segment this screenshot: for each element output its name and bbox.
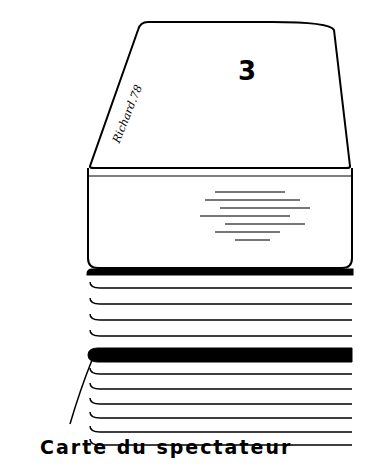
shade-stroke: [220, 207, 310, 209]
shade-stroke: [200, 215, 290, 217]
card-edge: [90, 426, 352, 432]
callout-label: Carte du spectateur: [40, 436, 292, 458]
card-edges: [90, 282, 352, 445]
leader-line: [70, 360, 92, 424]
deck-bottom: [88, 270, 352, 274]
shade-stroke: [215, 231, 280, 233]
deck-side: [88, 168, 352, 268]
card-edge: [90, 298, 352, 304]
card-edge: [90, 412, 352, 418]
shade-stroke: [205, 199, 300, 201]
deck-shading: [200, 192, 310, 240]
card-number: 3: [238, 56, 256, 86]
card-edge: [90, 282, 352, 288]
card-face: [90, 22, 350, 168]
shade-stroke: [235, 239, 270, 241]
spectator-card: [88, 348, 352, 362]
shade-stroke: [225, 223, 305, 225]
card-edge: [90, 368, 352, 374]
shade-stroke: [215, 191, 285, 193]
card-edge: [90, 383, 352, 389]
card-edge: [90, 314, 352, 320]
deck-edge-line: [88, 176, 352, 177]
card-edge: [90, 398, 352, 404]
card-edge: [90, 330, 352, 336]
